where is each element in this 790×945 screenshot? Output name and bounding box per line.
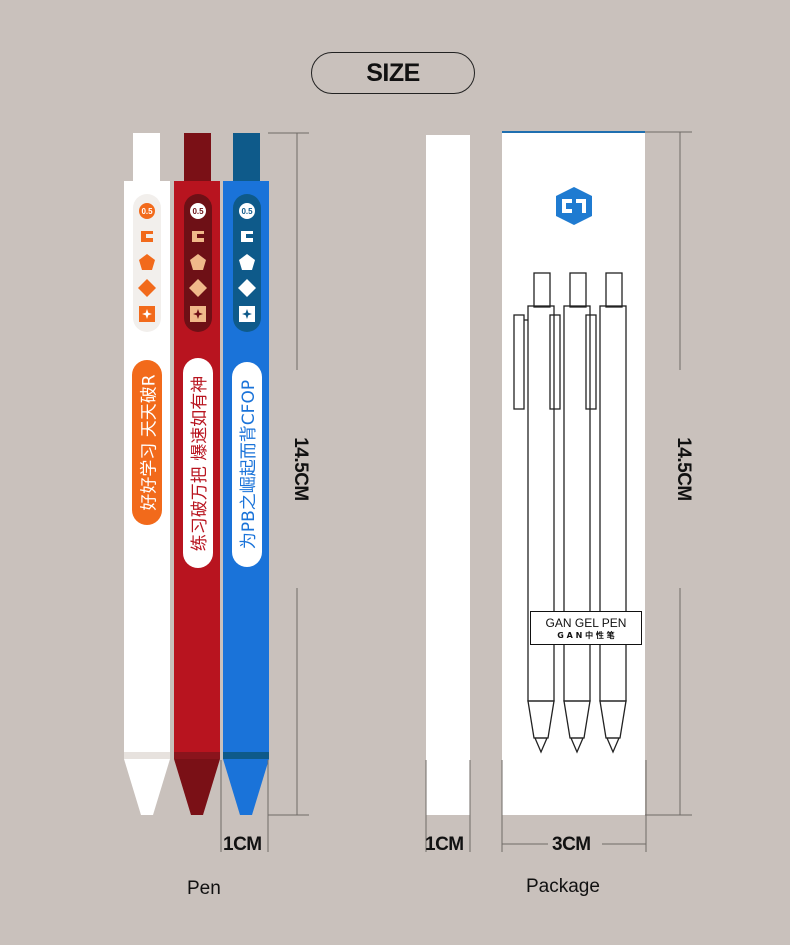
pen-1-cap bbox=[133, 133, 160, 183]
pen-3-cap bbox=[233, 133, 260, 183]
megaminx-icon bbox=[189, 279, 207, 297]
pen-2-band bbox=[174, 752, 220, 759]
pen-2-tip bbox=[174, 759, 220, 815]
pen-2-size-badge: 0.5 bbox=[190, 203, 206, 219]
pen-outlines bbox=[513, 272, 627, 754]
pen-3-tip bbox=[223, 759, 269, 815]
package-caption: Package bbox=[526, 876, 600, 897]
square-cube-icon bbox=[239, 306, 255, 322]
pen-1-size-badge: 0.5 bbox=[139, 203, 155, 219]
pen-1-band bbox=[124, 752, 170, 759]
square-cube-icon bbox=[190, 306, 206, 322]
pen-2-cap bbox=[184, 133, 211, 183]
package-label-line1: GAN GEL PEN bbox=[545, 615, 627, 630]
pen-3-band bbox=[223, 752, 269, 759]
pen-width-label: 1CM bbox=[223, 834, 262, 855]
size-title: SIZE bbox=[311, 52, 475, 94]
cube-logo-icon bbox=[241, 231, 253, 242]
cube-logo-icon bbox=[141, 231, 153, 242]
gan-logo-icon bbox=[556, 187, 592, 225]
pen-2-icon-strip: 0.5 bbox=[184, 194, 212, 332]
pen-3-slogan-box: 为PB之崛起而背CFOP bbox=[232, 362, 262, 567]
pen-3-icon-strip: 0.5 bbox=[233, 194, 261, 332]
pyraminx-icon bbox=[239, 254, 255, 270]
package-front-width-label: 3CM bbox=[552, 834, 591, 855]
package-label: GAN GEL PEN G A N 中 性 笔 bbox=[530, 611, 642, 645]
package-side-width-label: 1CM bbox=[425, 834, 464, 855]
pen-2-slogan-box: 练习破万把 爆速如有神 bbox=[183, 358, 213, 568]
pen-3-size-badge: 0.5 bbox=[239, 203, 255, 219]
pen-1-tip bbox=[124, 759, 170, 815]
square-cube-icon bbox=[139, 306, 155, 322]
pyraminx-icon bbox=[190, 254, 206, 270]
pen-1-icon-strip: 0.5 bbox=[133, 194, 161, 332]
package-length-label: 14.5CM bbox=[673, 437, 694, 501]
megaminx-icon bbox=[138, 279, 156, 297]
pyraminx-icon bbox=[139, 254, 155, 270]
megaminx-icon bbox=[238, 279, 256, 297]
package-label-line2: G A N 中 性 笔 bbox=[557, 630, 615, 640]
pen-1-slogan-box: 好好学习 天天破R bbox=[132, 360, 162, 525]
cube-logo-icon bbox=[192, 231, 204, 242]
package-side bbox=[426, 135, 470, 815]
pen-caption: Pen bbox=[187, 878, 221, 899]
